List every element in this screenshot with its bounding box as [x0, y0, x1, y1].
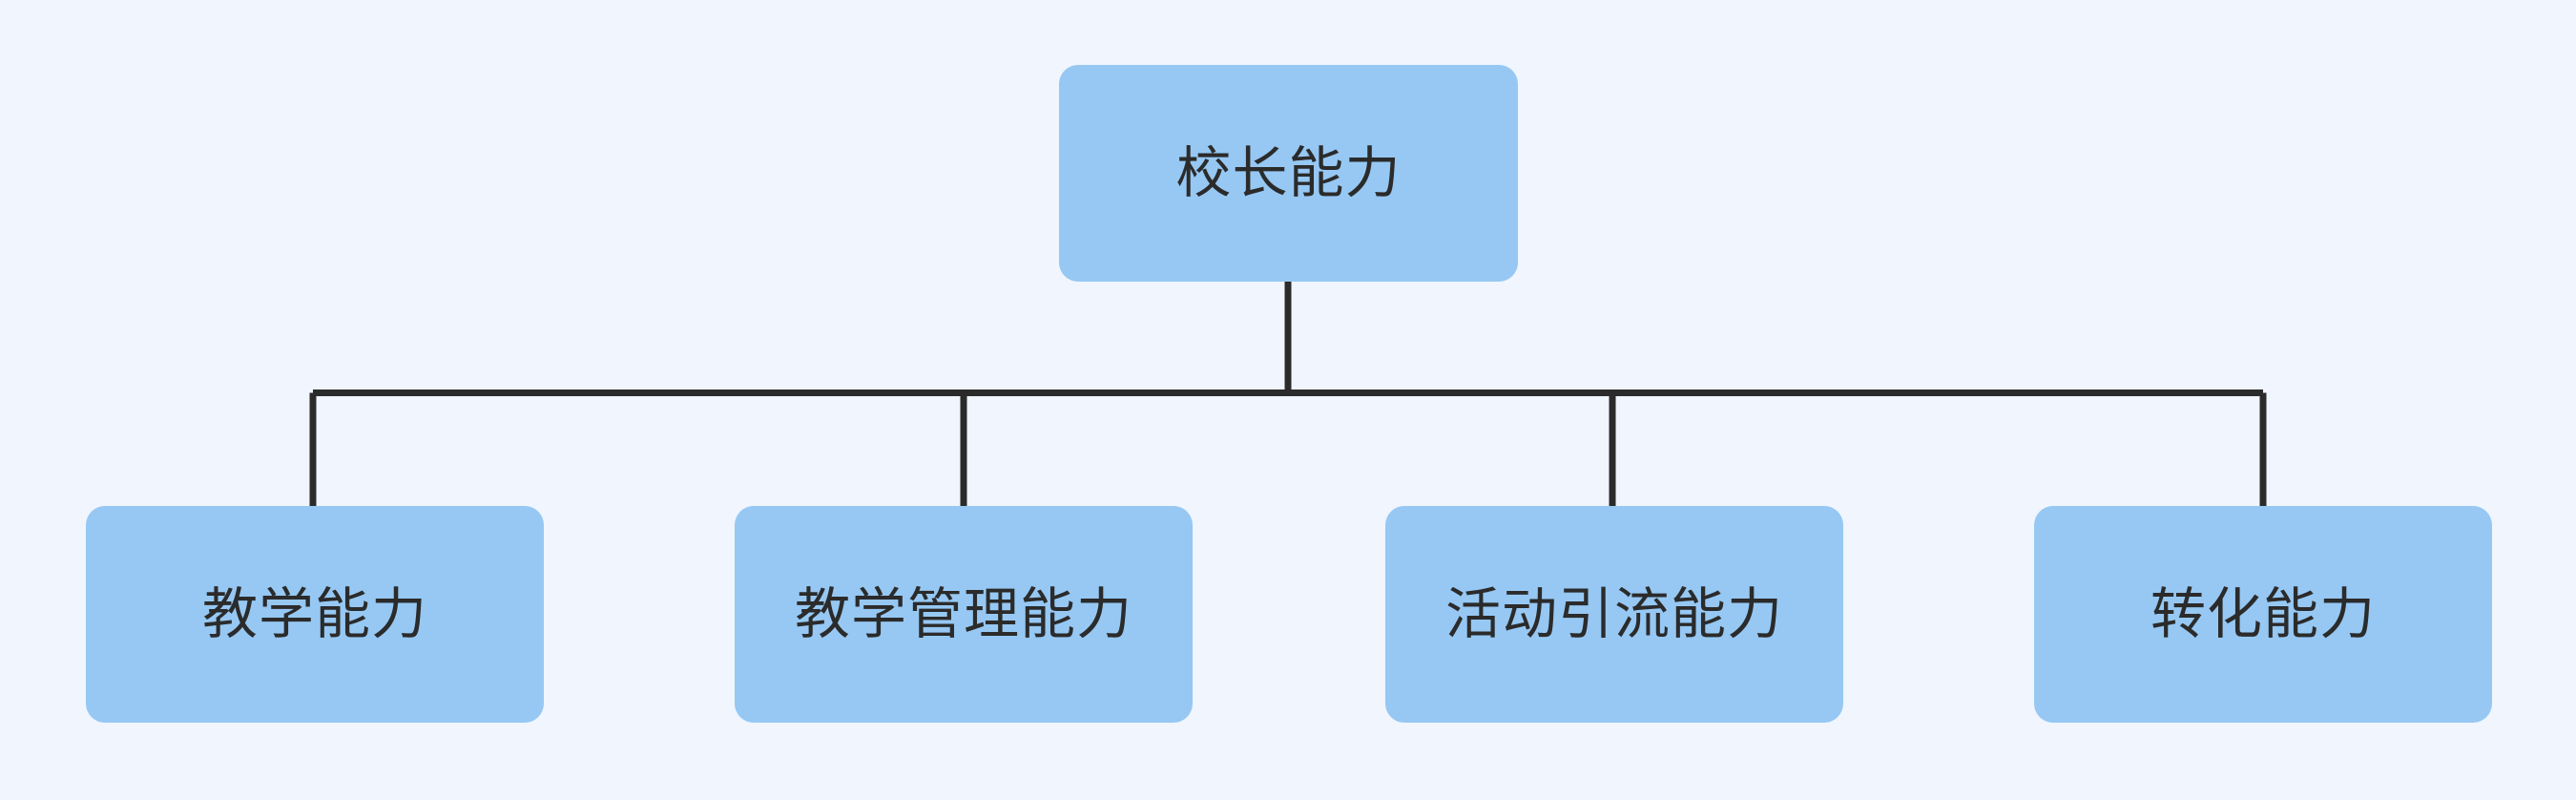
node-child-conversion-ability[interactable]: 转化能力: [2034, 506, 2492, 723]
node-root[interactable]: 校长能力: [1059, 65, 1518, 282]
node-child-teaching-ability[interactable]: 教学能力: [86, 506, 544, 723]
node-child-3-label: 转化能力: [2150, 581, 2376, 647]
node-child-1-label: 教学管理能力: [794, 581, 1132, 647]
node-root-label: 校长能力: [1175, 140, 1402, 206]
node-child-0-label: 教学能力: [201, 581, 427, 647]
node-child-teaching-management-ability[interactable]: 教学管理能力: [735, 506, 1193, 723]
node-child-2-label: 活动引流能力: [1444, 581, 1783, 647]
node-child-activity-traffic-ability[interactable]: 活动引流能力: [1385, 506, 1843, 723]
